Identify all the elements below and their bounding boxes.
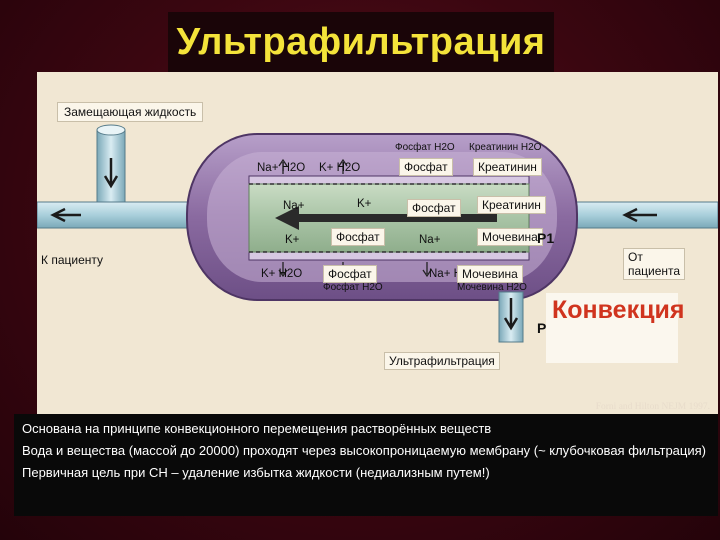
membrane-top-label: K+ H2O: [319, 162, 361, 174]
replacement-fluid-label: Замещающая жидкость: [57, 102, 204, 122]
phosphate-label: Фосфат: [407, 199, 461, 217]
creatinine-label: Креатинин: [477, 196, 546, 214]
filter-illustration: [37, 124, 718, 343]
membrane-bottom-label: K+ H2O: [261, 268, 303, 280]
membrane-label: Креатинин H2O: [469, 142, 542, 153]
pressure-p1-label: P1: [537, 230, 555, 246]
convection-label: Конвекция: [546, 293, 684, 363]
left-arrow-icon: [622, 207, 657, 223]
phosphate-label: Фосфат: [399, 158, 453, 176]
bullet-list: Основана на принципе конвекционного пере…: [14, 414, 718, 516]
phosphate-label: Фосфат: [323, 265, 377, 283]
pressure-p2-label: P: [537, 320, 547, 336]
down-arrow-icon: [103, 158, 119, 189]
bullet-item: Вода и вещества (массой до 20000) проход…: [22, 443, 706, 458]
creatinine-label: Креатинин: [473, 158, 542, 176]
ion-label: K+: [357, 198, 372, 210]
membrane-label: Фосфат H2O: [323, 282, 383, 293]
left-arrow-icon: [50, 207, 81, 223]
ion-label: Na+: [283, 200, 305, 212]
urea-label: Мочевина: [477, 228, 543, 246]
down-arrow-icon: [503, 298, 519, 331]
ion-label: Na+: [419, 234, 441, 246]
bullet-item: Основана на принципе конвекционного пере…: [22, 421, 492, 436]
urea-label: Мочевина: [457, 265, 523, 283]
ion-label: K+: [285, 234, 300, 246]
from-patient-label: От пациента: [623, 248, 685, 280]
filter-diagram: Na+ H2O K+ H2O K+ H2O Na+ H2O Na+ K+ K+ …: [37, 72, 718, 414]
membrane-label: Фосфат H2O: [395, 142, 455, 153]
bullet-item: Первичная цель при СН – удаление избытка…: [22, 465, 490, 480]
left-arrow-icon: [275, 206, 299, 230]
phosphate-label: Фосфат: [331, 228, 385, 246]
source-citation: Forni and Hilton NEJM 1997.: [595, 402, 710, 412]
to-patient-label: К пациенту: [37, 252, 108, 268]
ultrafiltration-label: Ультрафильтрация: [384, 352, 500, 370]
membrane-top-label: Na+ H2O: [257, 162, 306, 174]
membrane-label: Мочевина H2O: [457, 282, 527, 293]
page-title: Ультрафильтрация: [168, 12, 554, 72]
